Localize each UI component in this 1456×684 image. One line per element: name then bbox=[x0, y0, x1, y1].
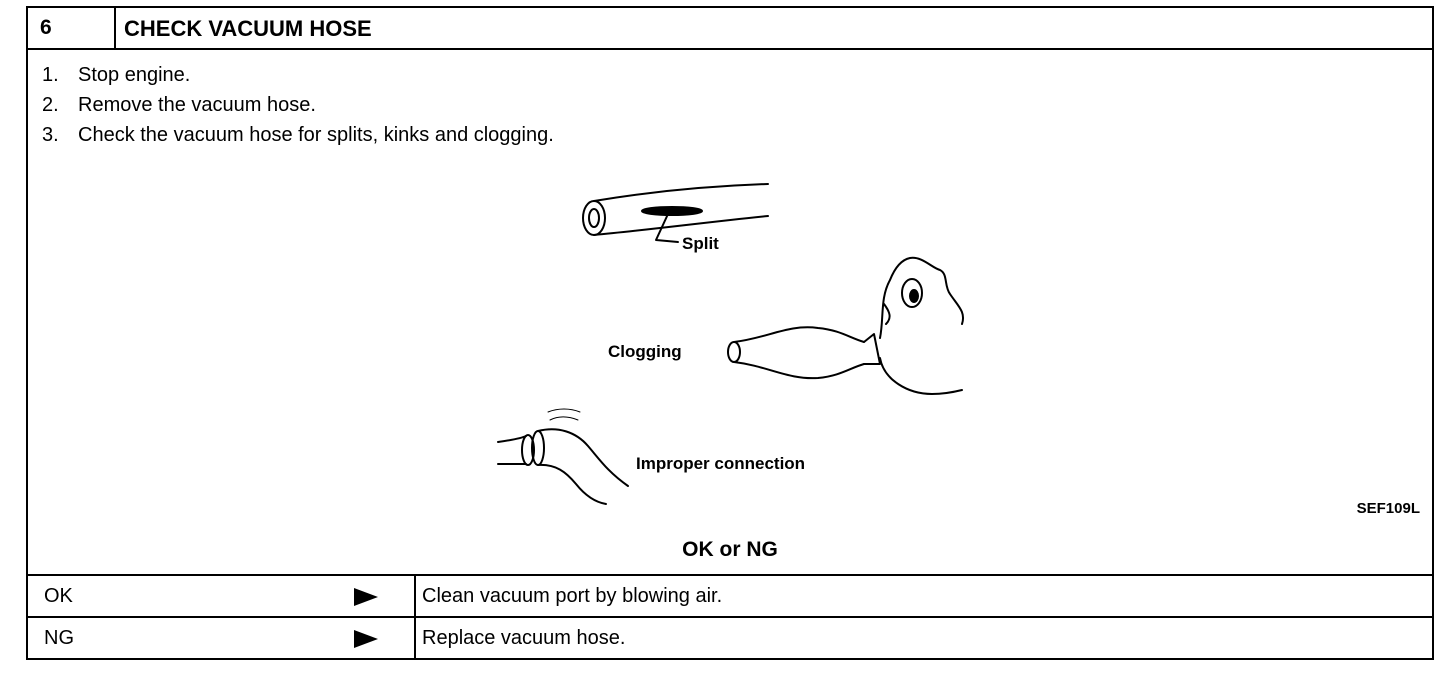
step-title: CHECK VACUUM HOSE bbox=[124, 16, 372, 41]
split-hose-icon bbox=[582, 183, 769, 243]
arrow-right-icon bbox=[354, 630, 378, 648]
vacuum-hose-illustration bbox=[497, 183, 964, 505]
clogging-icon bbox=[727, 256, 964, 395]
row-divider bbox=[414, 576, 416, 616]
step-header: 6 CHECK VACUUM HOSE bbox=[28, 8, 1432, 50]
result-row-ng: NG Replace vacuum hose. bbox=[28, 616, 1432, 658]
arrow-right-icon bbox=[354, 588, 378, 606]
step-number: 6 bbox=[28, 8, 116, 48]
result-code: NG bbox=[44, 627, 74, 649]
split-label: Split bbox=[682, 234, 719, 253]
figure-code: SEF109L bbox=[1356, 500, 1420, 517]
instruction-item: 3.Check the vacuum hose for splits, kink… bbox=[42, 124, 554, 146]
instruction-item: 1.Stop engine. bbox=[42, 64, 191, 86]
instruction-item: 2.Remove the vacuum hose. bbox=[42, 94, 316, 116]
clogging-label: Clogging bbox=[608, 342, 682, 361]
result-question: OK or NG bbox=[682, 538, 778, 561]
result-code: OK bbox=[44, 585, 73, 607]
instruction-list: 1.Stop engine. 2.Remove the vacuum hose.… bbox=[42, 60, 554, 150]
result-action: Clean vacuum port by blowing air. bbox=[422, 585, 723, 607]
improper-connection-icon bbox=[497, 408, 629, 505]
row-divider bbox=[414, 618, 416, 658]
diagnostic-step-panel: 6 CHECK VACUUM HOSE 1.Stop engine. 2.Rem… bbox=[26, 6, 1434, 660]
improper-connection-label: Improper connection bbox=[636, 454, 806, 473]
result-action: Replace vacuum hose. bbox=[422, 627, 626, 649]
result-row-ok: OK Clean vacuum port by blowing air. bbox=[28, 574, 1432, 616]
